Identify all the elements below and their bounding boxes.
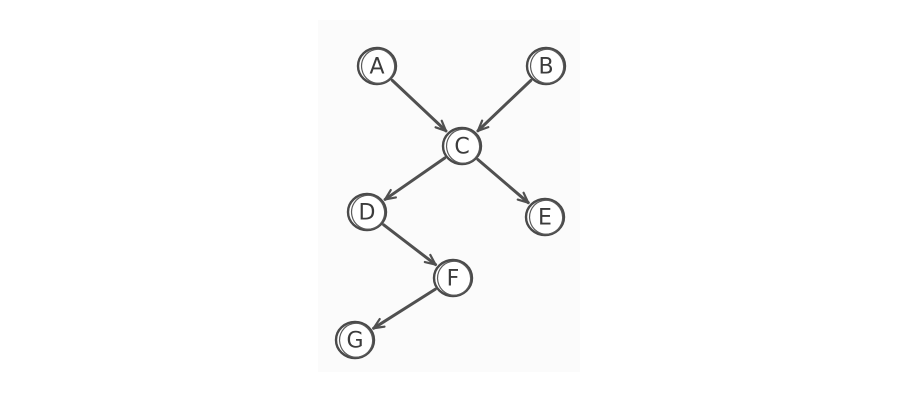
edge-line (476, 78, 533, 133)
node-circle (346, 192, 388, 232)
node-e: E (524, 197, 566, 237)
node-b: B (525, 46, 567, 86)
edge-line (383, 156, 447, 201)
node-label: F (447, 267, 460, 292)
arrowhead (372, 317, 386, 330)
node-circle (432, 258, 474, 298)
node-label: A (369, 55, 384, 80)
node-circle (356, 46, 398, 86)
node-circle (441, 126, 483, 166)
node-d: D (346, 192, 388, 232)
node-label: B (538, 55, 553, 80)
edges-layer (372, 78, 533, 330)
edge-line (476, 158, 530, 205)
node-circle-sketch (350, 194, 386, 230)
node-label: D (359, 201, 376, 226)
edge-c-d (383, 156, 447, 201)
arrowhead (434, 119, 448, 133)
edge-b-c (476, 78, 533, 133)
nodes-layer: A B C D E F G (334, 46, 567, 360)
node-circle-sketch (360, 48, 396, 84)
arrowhead (476, 119, 490, 132)
node-g: G (334, 320, 376, 360)
edge-f-g (372, 287, 437, 330)
edge-a-c (390, 78, 448, 133)
node-circle (524, 197, 566, 237)
node-f: F (432, 258, 474, 298)
node-label: G (346, 329, 363, 354)
edge-line (372, 287, 437, 330)
arrowhead (516, 191, 530, 204)
node-circle-sketch (528, 199, 564, 235)
node-circle-sketch (338, 322, 374, 358)
node-circle-sketch (436, 260, 472, 296)
node-circle-sketch (445, 128, 481, 164)
node-circle-sketch (529, 48, 565, 84)
arrowhead (383, 188, 397, 201)
node-label: E (538, 206, 552, 231)
edge-line (390, 78, 448, 133)
node-label: C (454, 135, 469, 160)
node-circle (334, 320, 376, 360)
arrowhead (423, 253, 437, 266)
edge-d-f (382, 223, 438, 267)
node-c: C (441, 126, 483, 166)
edge-line (382, 223, 438, 267)
node-a: A (356, 46, 398, 86)
node-circle (525, 46, 567, 86)
edge-c-e (476, 158, 530, 205)
